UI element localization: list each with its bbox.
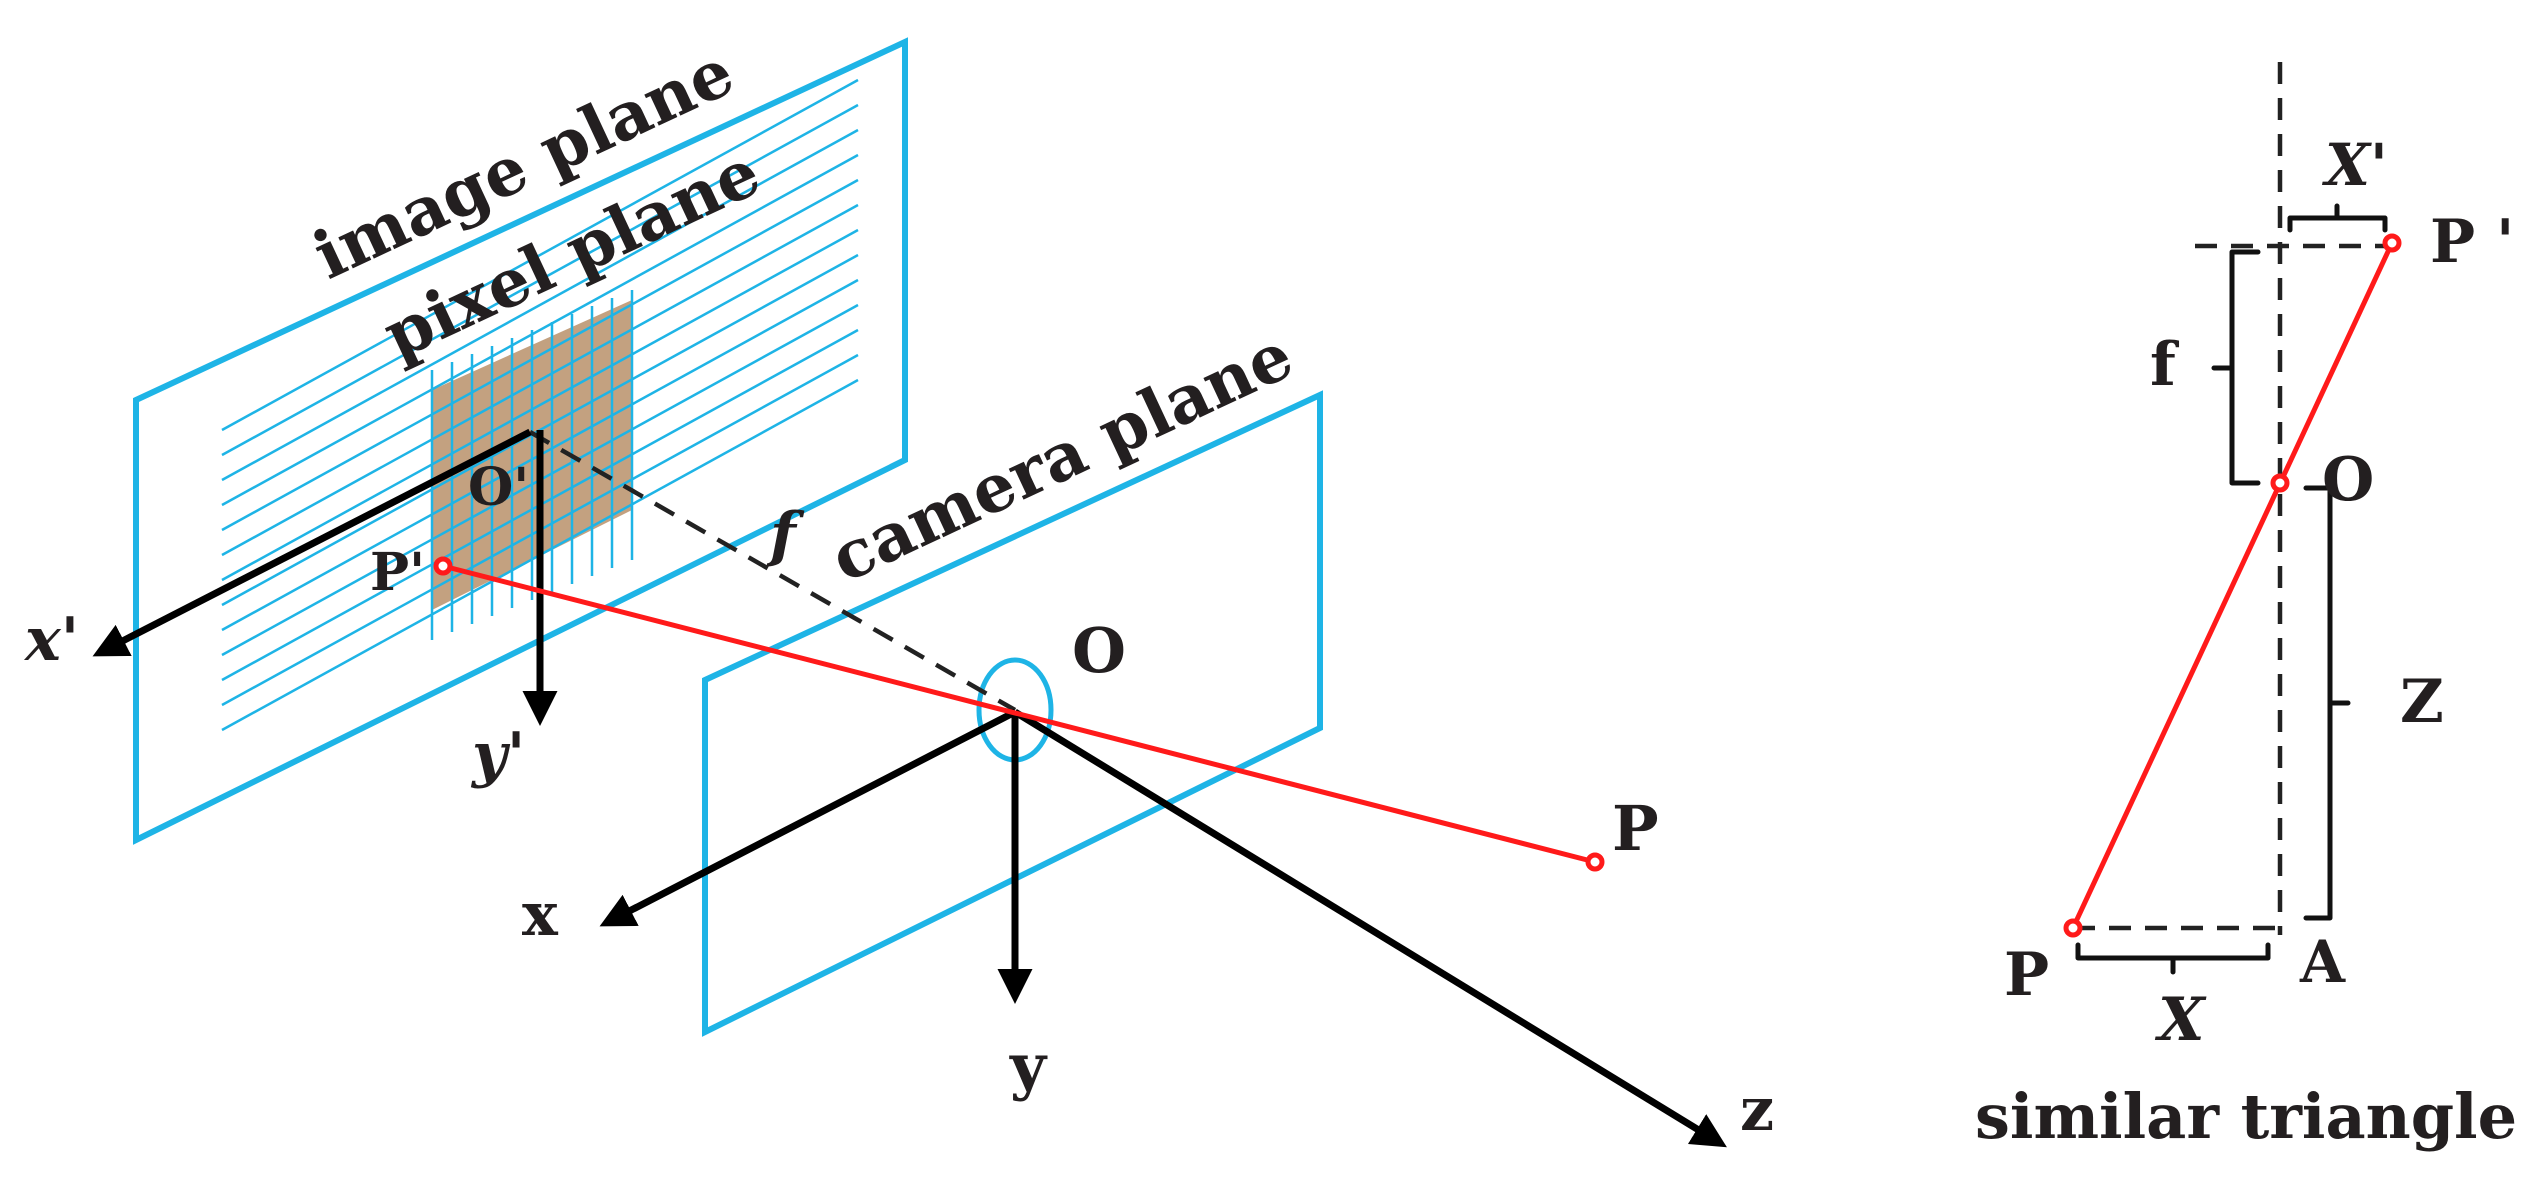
similar-triangle-caption: similar triangle (1975, 1080, 2517, 1153)
point-p-prime (433, 556, 453, 576)
o-label: O (2322, 445, 2374, 515)
p-prime-label: P ' (2430, 207, 2514, 277)
axis-y-prime-label: y' (470, 720, 525, 790)
point-p-right (2063, 918, 2083, 938)
axis-x-prime (92, 428, 532, 657)
point-p (1585, 852, 1605, 872)
similar-triangle-ray (2070, 241, 2395, 930)
axis-x (599, 708, 1017, 927)
axis-x-label: x (522, 880, 559, 950)
x-label: X (2154, 985, 2207, 1055)
axis-z (1013, 709, 1727, 1148)
f-label: f (2150, 330, 2180, 400)
point-p-prime-right (2382, 233, 2402, 253)
point-o-right (2270, 473, 2290, 493)
point-image-label: P' (370, 542, 425, 603)
a-label: A (2299, 928, 2346, 996)
f-bracket (2211, 249, 2261, 486)
x-prime-label: X' (2321, 131, 2388, 199)
pixel-grid-vertical (430, 290, 634, 640)
z-bracket (2303, 485, 2351, 921)
focal-length-line (528, 430, 1017, 712)
origin-image-label: O' (468, 457, 529, 518)
x-prime-bracket (2287, 203, 2388, 233)
image-plane (133, 37, 908, 845)
z-label: Z (2400, 667, 2444, 737)
camera-plane (702, 390, 1323, 1037)
p-label: P (2004, 940, 2049, 1010)
axis-x-prime-label: x' (23, 605, 79, 675)
point-world-label: P (1612, 792, 1659, 865)
x-bracket (2075, 942, 2271, 975)
projection-ray (442, 563, 1596, 865)
axis-y-label: y (1009, 1030, 1048, 1103)
camera-plane-label: camera plane (819, 316, 1304, 598)
axis-z-label: z (1740, 1075, 1774, 1145)
origin-camera-label: O (1072, 614, 1126, 687)
